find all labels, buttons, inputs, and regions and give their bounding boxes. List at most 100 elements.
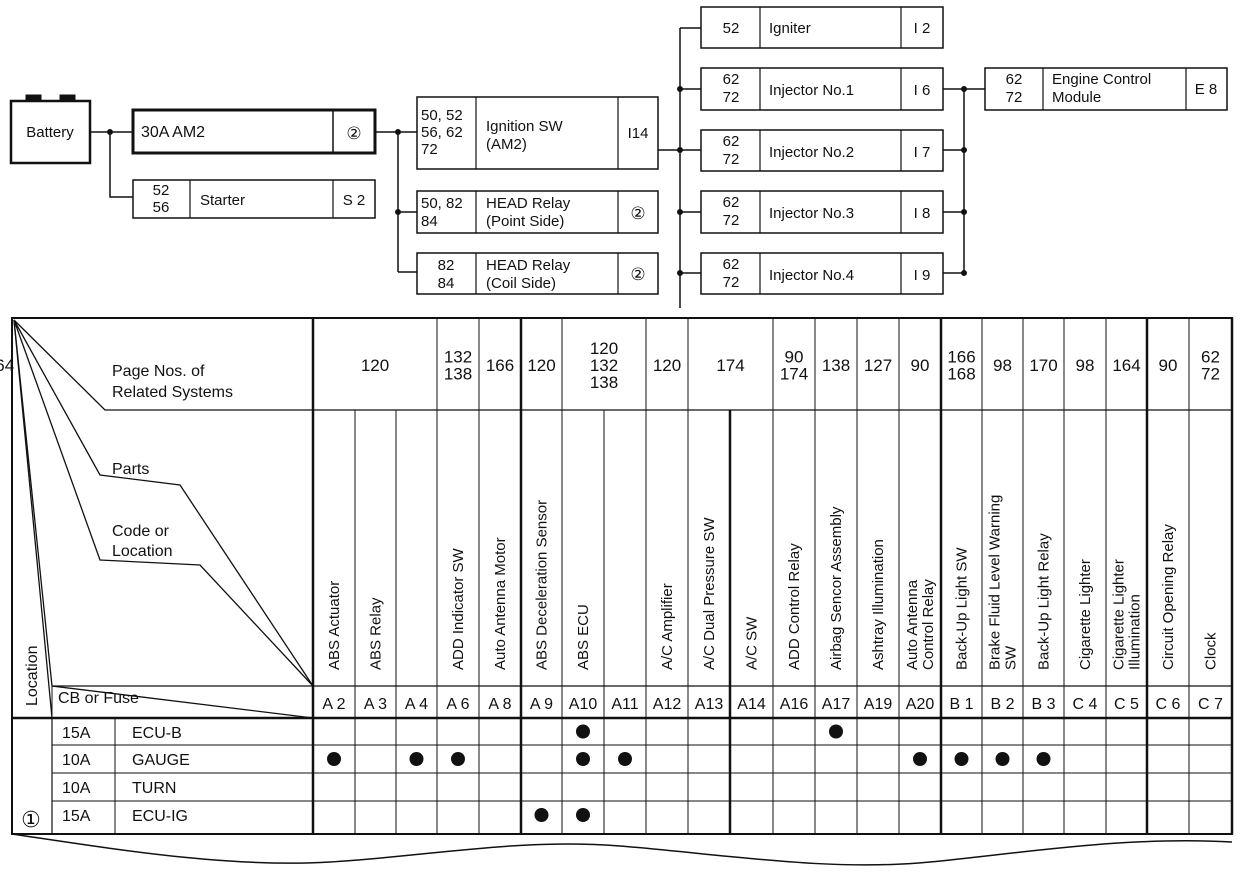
svg-text:Module: Module bbox=[1052, 89, 1101, 106]
page-number: 90 bbox=[1159, 356, 1178, 375]
fuse-30a-am2-page: ② bbox=[346, 124, 361, 143]
svg-text:72: 72 bbox=[723, 212, 740, 229]
part-code: A11 bbox=[611, 696, 638, 713]
connection-dot bbox=[576, 724, 590, 739]
part-name: Brake Fluid Level Warning bbox=[987, 495, 1004, 670]
page-number: 174 bbox=[780, 365, 808, 384]
svg-text:50, 82: 50, 82 bbox=[421, 195, 463, 212]
injector-no4-box: 62 72 Injector No.4 I 9 bbox=[700, 252, 944, 295]
part-name: ADD Control Relay bbox=[786, 543, 803, 670]
part-name: ABS Deceleration Sensor bbox=[534, 500, 551, 670]
part-name: Cigarette Lighter bbox=[1111, 559, 1128, 670]
location-label: Location bbox=[24, 646, 41, 707]
svg-text:56, 62: 56, 62 bbox=[421, 124, 463, 141]
svg-text:Location: Location bbox=[112, 543, 173, 560]
connection-dot bbox=[913, 752, 927, 766]
svg-text:72: 72 bbox=[723, 151, 740, 168]
page-number: 120 bbox=[590, 339, 618, 358]
part-name: Ashtray Illumination bbox=[870, 539, 887, 670]
svg-text:50, 52: 50, 52 bbox=[421, 107, 463, 124]
part-code: A 3 bbox=[364, 696, 387, 713]
igniter-name: Igniter bbox=[769, 20, 811, 37]
part-code: A 4 bbox=[405, 696, 428, 713]
svg-text:I 7: I 7 bbox=[914, 144, 931, 161]
svg-text:52: 52 bbox=[723, 20, 740, 37]
svg-text:72: 72 bbox=[421, 141, 438, 158]
part-code: A12 bbox=[653, 696, 682, 713]
part-name: Auto Antenna Motor bbox=[492, 537, 509, 670]
page-number: 138 bbox=[822, 356, 850, 375]
engine-control-module-box: 62 72 Engine Control Module E 8 bbox=[984, 67, 1228, 111]
svg-text:②: ② bbox=[630, 265, 645, 284]
svg-text:HEAD Relay: HEAD Relay bbox=[486, 257, 571, 274]
part-name: Auto Antenna bbox=[904, 579, 921, 670]
battery-box: Battery bbox=[9, 94, 92, 165]
connection-dot bbox=[829, 724, 843, 739]
head-relay-coil-box: 82 84 HEAD Relay (Coil Side) ② bbox=[416, 252, 659, 295]
part-name: Back-Up Light Relay bbox=[1036, 533, 1053, 670]
injector-no3-box: 62 72 Injector No.3 I 8 bbox=[700, 190, 944, 234]
connection-dot bbox=[576, 808, 590, 822]
page-number: 127 bbox=[864, 356, 892, 375]
svg-text:HEAD Relay: HEAD Relay bbox=[486, 195, 571, 212]
part-name: A/C Amplifier bbox=[659, 583, 676, 670]
fuse-name: TURN bbox=[132, 780, 176, 797]
svg-text:56: 56 bbox=[153, 199, 170, 216]
fuse-name: GAUGE bbox=[132, 752, 190, 769]
connection-dot bbox=[451, 752, 465, 766]
page-number: 166 bbox=[947, 348, 975, 367]
page-number: 138 bbox=[444, 365, 472, 384]
head-relay-point-box: 50, 82 84 HEAD Relay (Point Side) ② bbox=[416, 190, 659, 234]
starter-code: S 2 bbox=[343, 192, 366, 209]
svg-text:84: 84 bbox=[421, 213, 438, 230]
part-name: Illumination bbox=[1127, 594, 1144, 670]
svg-text:Injector No.3: Injector No.3 bbox=[769, 205, 854, 222]
fuse-30a-am2-label: 30A AM2 bbox=[141, 124, 205, 141]
page-number: 132 bbox=[590, 356, 618, 375]
fuse-name: ECU-B bbox=[132, 725, 182, 742]
part-name: A/C Dual Pressure SW bbox=[701, 517, 718, 670]
fuse-name: ECU-IG bbox=[132, 808, 188, 825]
page-number: 120 bbox=[527, 356, 555, 375]
svg-text:82: 82 bbox=[438, 257, 455, 274]
connection-dot bbox=[1036, 752, 1051, 766]
page-number: 170 bbox=[1029, 356, 1057, 375]
connection-dot bbox=[409, 752, 424, 766]
battery-label: Battery bbox=[26, 124, 74, 141]
fuse-parts-table: Page Nos. of Related Systems Parts Code … bbox=[0, 317, 1234, 835]
svg-text:72: 72 bbox=[723, 89, 740, 106]
part-code: A16 bbox=[780, 696, 809, 713]
part-code: A20 bbox=[906, 696, 935, 713]
part-code: A 6 bbox=[446, 696, 469, 713]
part-code: A14 bbox=[737, 696, 766, 713]
part-code: A 2 bbox=[322, 696, 345, 713]
fuse-amp: 10A bbox=[62, 780, 91, 797]
part-name: Control Relay bbox=[920, 579, 937, 670]
part-name: Clock bbox=[1203, 632, 1220, 670]
page-number: 72 bbox=[1201, 365, 1220, 384]
fuse-30a-am2: 30A AM2 ② bbox=[131, 108, 377, 155]
part-name: SW bbox=[1003, 645, 1020, 670]
connection-dot bbox=[327, 752, 341, 766]
torn-edge bbox=[11, 833, 1233, 866]
code-label: Code or bbox=[112, 523, 170, 540]
part-code: A17 bbox=[822, 696, 851, 713]
svg-text:Engine Control: Engine Control bbox=[1052, 71, 1151, 88]
page-number: 62 bbox=[1201, 348, 1220, 367]
part-name: ADD Indicator SW bbox=[450, 547, 467, 670]
part-code: C 6 bbox=[1156, 696, 1181, 713]
part-code: C 4 bbox=[1073, 696, 1098, 713]
injector-no2-box: 62 72 Injector No.2 I 7 bbox=[700, 129, 944, 172]
svg-text:(AM2): (AM2) bbox=[486, 136, 527, 153]
svg-text:72: 72 bbox=[723, 274, 740, 291]
svg-text:E 8: E 8 bbox=[1195, 81, 1218, 98]
part-code: C 7 bbox=[1198, 696, 1223, 713]
connection-dot bbox=[576, 752, 590, 766]
svg-text:I 6: I 6 bbox=[914, 82, 931, 99]
page-number: 164 bbox=[0, 356, 14, 375]
connection-dot bbox=[534, 808, 549, 822]
svg-text:62: 62 bbox=[723, 194, 740, 211]
injector-no1-box: 62 72 Injector No.1 I 6 bbox=[700, 67, 944, 111]
part-name: Airbag Sencor Assembly bbox=[828, 506, 845, 670]
svg-text:Injector No.4: Injector No.4 bbox=[769, 267, 854, 284]
